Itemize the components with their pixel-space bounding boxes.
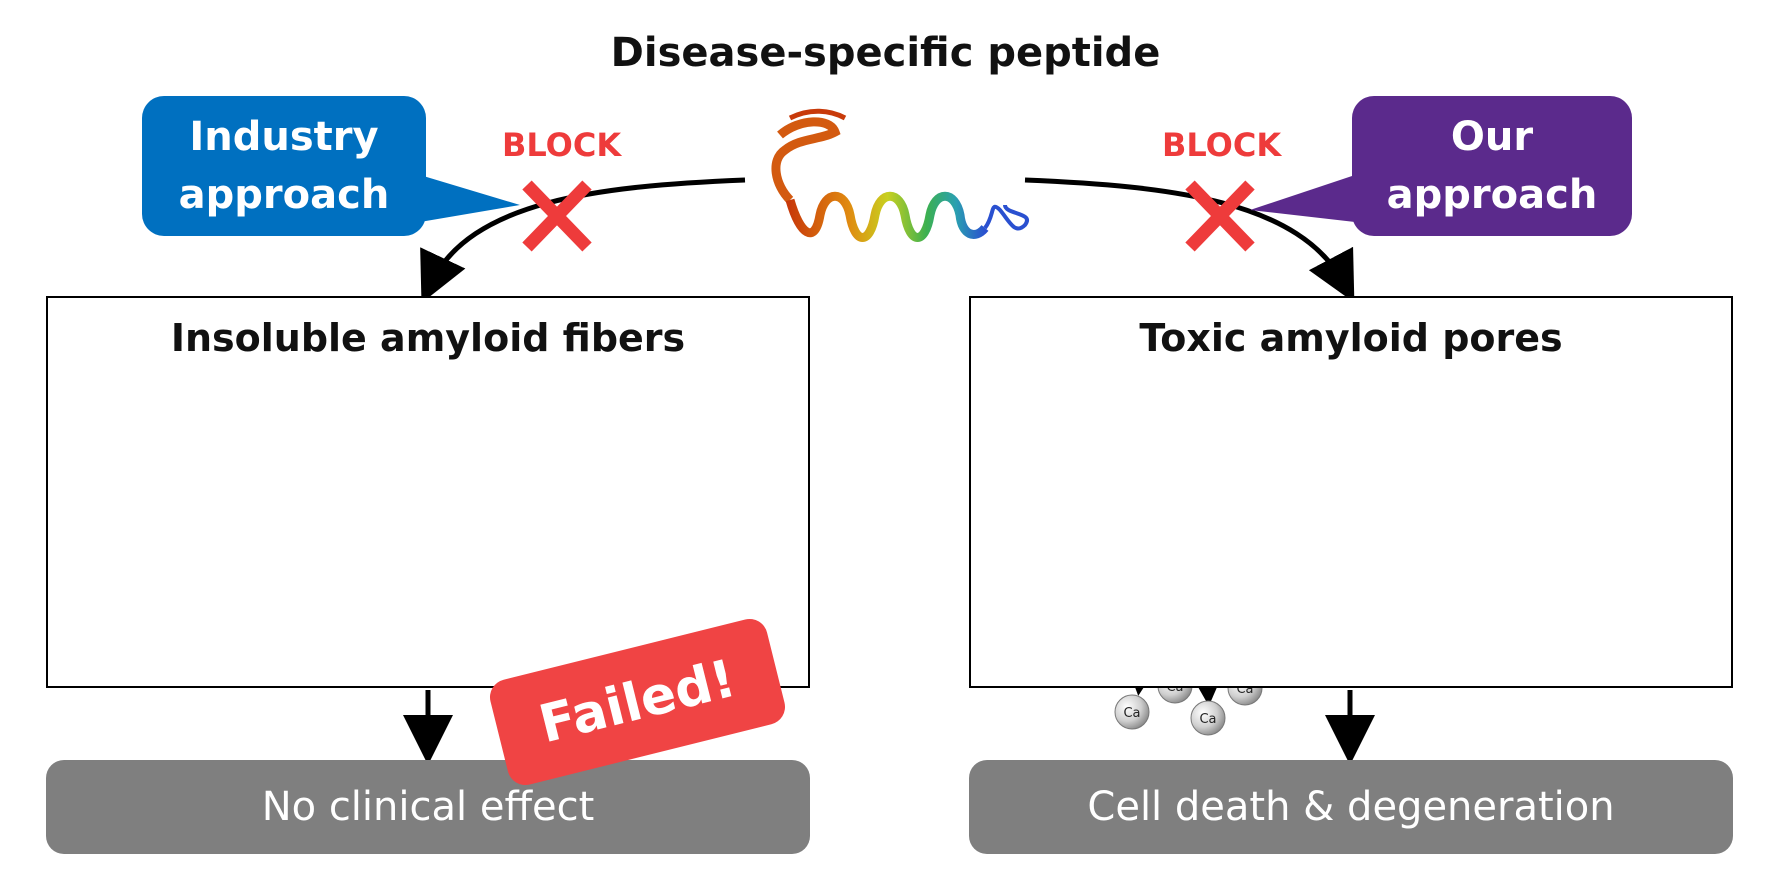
pores-panel-title: Toxic amyloid pores [1139,316,1563,360]
pores-panel [969,296,1733,688]
our-callout-line1: Our [1450,114,1534,160]
no-clinical-effect-box: No clinical effect [46,760,810,854]
left-block-label: BLOCK [502,126,622,164]
industry-callout-line1: Industry [189,114,379,160]
our-callout-line2: approach [1386,172,1598,218]
industry-callout-line2: approach [178,172,390,218]
right-block-label: BLOCK [1162,126,1282,164]
fibers-panel-title: Insoluble amyloid fibers [170,316,686,360]
fibers-panel [46,296,810,688]
right-block-x-icon [1185,180,1255,252]
ca-ion-label: Ca [1199,712,1216,727]
industry-approach-callout: Industry approach [142,96,426,236]
our-approach-callout: Our approach [1352,96,1632,236]
left-block-x-icon [522,180,592,252]
cell-death-box: Cell death & degeneration [969,760,1733,854]
arrow-to-pores [1024,177,1355,303]
industry-callout-tail [420,175,520,222]
our-callout-tail [1250,175,1355,222]
ca-ion-label: Ca [1123,706,1140,721]
diagram-title: Disease-specific peptide [610,30,1161,76]
peptide-helix-icon [771,108,1030,242]
